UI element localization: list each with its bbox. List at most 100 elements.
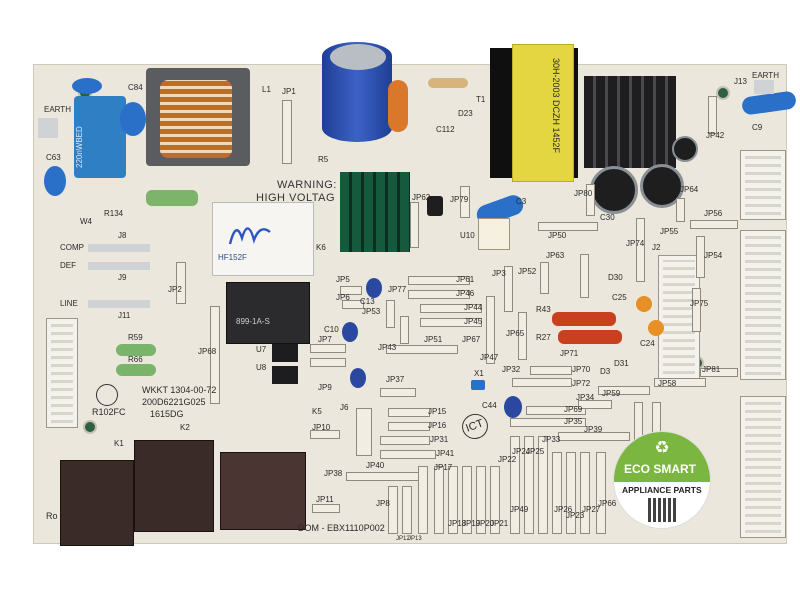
jumper-pad: [540, 262, 549, 294]
jumper-pad: [388, 408, 430, 417]
capacitor-small: [672, 136, 698, 162]
ref-label: JP47: [480, 353, 499, 362]
ref-label: JP21: [490, 519, 509, 528]
ref-label: J11: [118, 311, 131, 320]
ref-label: U8: [256, 363, 267, 372]
right-connector-mid: [740, 230, 786, 380]
def-label: DEF: [60, 261, 76, 270]
ref-label: D30: [608, 273, 623, 282]
model-line: 200D6221G025: [142, 397, 206, 407]
ref-label: L1: [262, 85, 271, 94]
ref-label: JP75: [690, 299, 709, 308]
jumper-pad: [708, 96, 717, 134]
jumper-pad: [526, 406, 586, 415]
badge-title: ECO SMART: [624, 462, 696, 476]
jumper-pad: [210, 306, 220, 404]
resistor-top: [428, 78, 468, 88]
heatsink-mid: [340, 172, 410, 252]
resistor-r59: [116, 344, 156, 356]
ref-label: JP55: [660, 227, 679, 236]
ic-u10: [478, 218, 510, 250]
relay-k6-text: HF152F: [218, 253, 247, 262]
jumper-bank: [388, 486, 398, 534]
ref-label: JP26: [554, 505, 573, 514]
capacitor-small: [366, 278, 382, 298]
jumper-pad: [580, 254, 589, 298]
jumper-pad: [530, 366, 572, 375]
ref-label: JP54: [704, 251, 723, 260]
jumper-bank: [476, 466, 486, 534]
ref-label: JP71: [560, 349, 579, 358]
ref-label: JP42: [706, 131, 725, 140]
orange-capacitor: [388, 80, 408, 132]
ref-label: R59: [128, 333, 143, 342]
relay-k2: [134, 440, 214, 532]
ref-label: R5: [318, 155, 329, 164]
jumper-pad: [386, 300, 395, 328]
jumper-pad: [586, 184, 595, 216]
ref-label: C112: [436, 125, 455, 134]
ref-label: C84: [128, 83, 143, 92]
ref-label: JP34: [576, 393, 595, 402]
terminal-earth-left: [38, 118, 58, 138]
capacitor-c24: [648, 320, 664, 336]
inductor-coil: [160, 80, 232, 158]
terminal-earth-right: [754, 80, 774, 94]
resistor-r27: [558, 330, 622, 344]
jumper-bank: [524, 436, 534, 534]
jumper-pad: [380, 436, 430, 445]
ref-label: U7: [256, 345, 267, 354]
ref-label: JP77: [388, 285, 407, 294]
ref-label: JP53: [362, 307, 381, 316]
ic-u8: [272, 366, 298, 384]
jumper-pad: [486, 296, 495, 364]
capacitor-small: [427, 196, 443, 216]
ref-label: C30: [600, 213, 615, 222]
relay-k5: [226, 282, 310, 344]
ref-label: J9: [118, 273, 127, 282]
ref-label: JP65: [506, 329, 525, 338]
ref-label: D31: [614, 359, 629, 368]
ref-label: JP25: [526, 447, 545, 456]
ref-label: JP16: [428, 421, 447, 430]
right-connector-bottom: [740, 396, 786, 538]
ref-label: JP5: [336, 275, 350, 284]
ref-label: JP32: [502, 365, 521, 374]
ref-label: JP50: [548, 231, 567, 240]
ref-label: JP39: [584, 425, 603, 434]
part-number: DOM - EBX1110P002: [298, 523, 385, 533]
ref-label: K6: [316, 243, 326, 252]
ref-label: JP81: [702, 365, 721, 374]
ref-label: JP41: [436, 449, 455, 458]
ref-label: C10: [324, 325, 339, 334]
filter-cap-text: 220nWBED: [75, 126, 84, 168]
ul-logo: [96, 384, 118, 406]
jumper-pad: [310, 358, 346, 367]
ref-label: K1: [114, 439, 124, 448]
ref-label: JP46: [456, 289, 475, 298]
jumper-pad: [636, 218, 645, 282]
ref-label: U10: [460, 231, 475, 240]
jumper-pad: [690, 220, 738, 229]
jumper-bank: [462, 466, 472, 534]
jumper-pad: [420, 304, 482, 313]
jumper-pad: [460, 186, 470, 218]
ref-label: JP11: [316, 495, 334, 504]
ref-label: JP40: [366, 461, 385, 470]
ref-label: JP58: [658, 379, 677, 388]
ref-label: JP59: [602, 389, 621, 398]
jumper-pad: [504, 266, 513, 312]
y-capacitor: [120, 102, 146, 136]
ref-label: JP79: [450, 195, 469, 204]
jumper-pad: [176, 262, 186, 304]
ref-label: R134: [104, 209, 124, 218]
ref-label: JP70: [572, 365, 591, 374]
relay-k6: [212, 202, 314, 276]
ref-label: JP62: [412, 193, 431, 202]
jumper-pad: [518, 312, 527, 360]
jumper-pad: [420, 318, 482, 327]
ref-label: JP51: [424, 335, 443, 344]
ref-label: JP52: [518, 267, 537, 276]
ref-label: JP17: [434, 463, 453, 472]
right-connector-top: [740, 150, 786, 220]
